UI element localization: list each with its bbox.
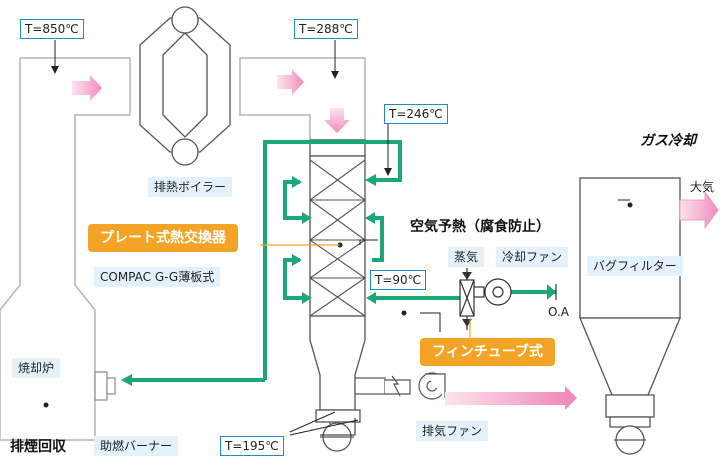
label-exhaust-fan: 排気ファン (416, 421, 489, 441)
label-outside-air: O.A (548, 305, 569, 319)
heading-air-preheat: 空気予熱（腐食防止） (410, 219, 550, 235)
label-incinerator: 焼却炉 (12, 358, 61, 378)
temp-tag-246: T=246℃ (384, 104, 448, 124)
exhaust-fan (354, 372, 446, 400)
label-waste-heat-boiler: 排熱ボイラー (148, 177, 233, 197)
label-bag-filter: バグフィルター (587, 256, 683, 276)
heading-exhaust-recovery: 排煙回収 (10, 439, 66, 455)
plate-heat-exchanger-column (309, 139, 366, 452)
label-plate-heat-exchanger: プレート式熱交換器 (88, 224, 238, 252)
label-compac: COMPAC G-G薄板式 (94, 267, 221, 287)
cooling-fan (473, 278, 512, 306)
temp-tag-288: T=288℃ (294, 19, 358, 39)
temp-tag-90: T=90℃ (370, 270, 427, 290)
temp-tag-850: T=850℃ (20, 19, 84, 39)
label-atmosphere: 大気 (690, 180, 715, 194)
incinerator-and-flue-duct (0, 57, 131, 441)
label-steam: 蒸気 (448, 247, 485, 267)
label-fin-tube: フィンチューブ式 (420, 338, 555, 366)
temp-tag-195: T=195℃ (220, 436, 284, 456)
waste-heat-boiler (139, 6, 231, 166)
label-cooling-fan: 冷却ファン (496, 247, 569, 267)
boiler-outlet-duct (239, 57, 366, 141)
bag-filter (579, 177, 681, 455)
label-burner: 助燃バーナー (94, 436, 179, 456)
air-flow-lines (128, 140, 556, 382)
air-flow-arrowheads (121, 174, 556, 386)
heading-gas-cooling: ガス冷却 (640, 133, 696, 149)
burner (94, 371, 108, 401)
gas-flow-arrows (72, 69, 350, 133)
exchanger-plates (309, 159, 366, 317)
